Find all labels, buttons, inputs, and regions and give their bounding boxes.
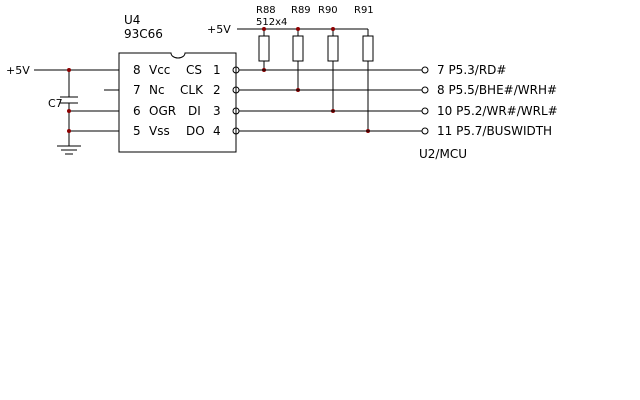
eeprom-chip: U4 93C66 8 Vcc 7 Nc 6 OGR 5 Vss CS 1 CLK… xyxy=(118,13,240,153)
resistor-label: R90 xyxy=(318,5,338,16)
mcu-pin-label: 7 P5.3/RD# xyxy=(437,63,506,77)
chip-pin-label: Vss xyxy=(149,124,170,138)
chip-pin-label: 8 xyxy=(133,63,141,77)
mcu-pin-label: 8 P5.5/BHE#/WRH# xyxy=(437,83,557,97)
chip-pin-label: 5 xyxy=(133,124,141,138)
junction-dot xyxy=(67,68,71,72)
resistor-body xyxy=(362,35,374,62)
chip-pin-label: 3 xyxy=(213,104,221,118)
chip-pin-label: 1 xyxy=(213,63,221,77)
resistor-body xyxy=(258,35,270,62)
chip-pin-label: OGR xyxy=(149,104,176,118)
pin-circle xyxy=(421,86,429,94)
vcc-label-top: +5V xyxy=(207,23,231,36)
capacitor-label: C7 xyxy=(48,97,63,110)
chip-ref: U4 xyxy=(124,13,140,27)
chip-pin-label: CLK xyxy=(180,83,204,97)
resistor-body xyxy=(292,35,304,62)
junction-dot xyxy=(67,129,71,133)
chip-pin-label: 7 xyxy=(133,83,141,97)
chip-pin-label: Vcc xyxy=(149,63,170,77)
chip-pin-label: 6 xyxy=(133,104,141,118)
resistor-body xyxy=(327,35,339,62)
junction-dot xyxy=(262,27,266,31)
resistor-label: R89 xyxy=(291,5,311,16)
resistor-label: R88 xyxy=(256,5,276,16)
pin-circle xyxy=(421,107,429,115)
pullup-resistor-network: +5V R88 R89 R90 R91 512x4 xyxy=(207,5,374,133)
chip-pin-label: 4 xyxy=(213,124,221,138)
resistor-value: 512x4 xyxy=(256,17,287,28)
junction-dot xyxy=(67,109,71,113)
chip-pin-label: DO xyxy=(186,124,205,138)
chip-pin-label: 2 xyxy=(213,83,221,97)
junction-dot xyxy=(331,27,335,31)
vcc-label-left: +5V xyxy=(6,64,30,77)
resistor-label: R91 xyxy=(354,5,374,16)
pin-circle xyxy=(421,127,429,135)
mcu-pin-label: 11 P5.7/BUSWIDTH xyxy=(437,124,552,138)
junction-dot xyxy=(296,27,300,31)
signal-bus xyxy=(239,66,429,135)
mcu-pins: 7 P5.3/RD# 8 P5.5/BHE#/WRH# 10 P5.2/WR#/… xyxy=(419,63,558,161)
mcu-pin-label: 10 P5.2/WR#/WRL# xyxy=(437,104,558,118)
chip-pin-label: Nc xyxy=(149,83,165,97)
chip-part: 93C66 xyxy=(124,27,163,41)
chip-body xyxy=(118,52,237,153)
chip-pin-label: DI xyxy=(188,104,201,118)
left-power-network: +5V C7 xyxy=(6,64,119,155)
mcu-ref: U2/MCU xyxy=(419,147,467,161)
pin-circle xyxy=(421,66,429,74)
chip-pin-label: CS xyxy=(186,63,202,77)
